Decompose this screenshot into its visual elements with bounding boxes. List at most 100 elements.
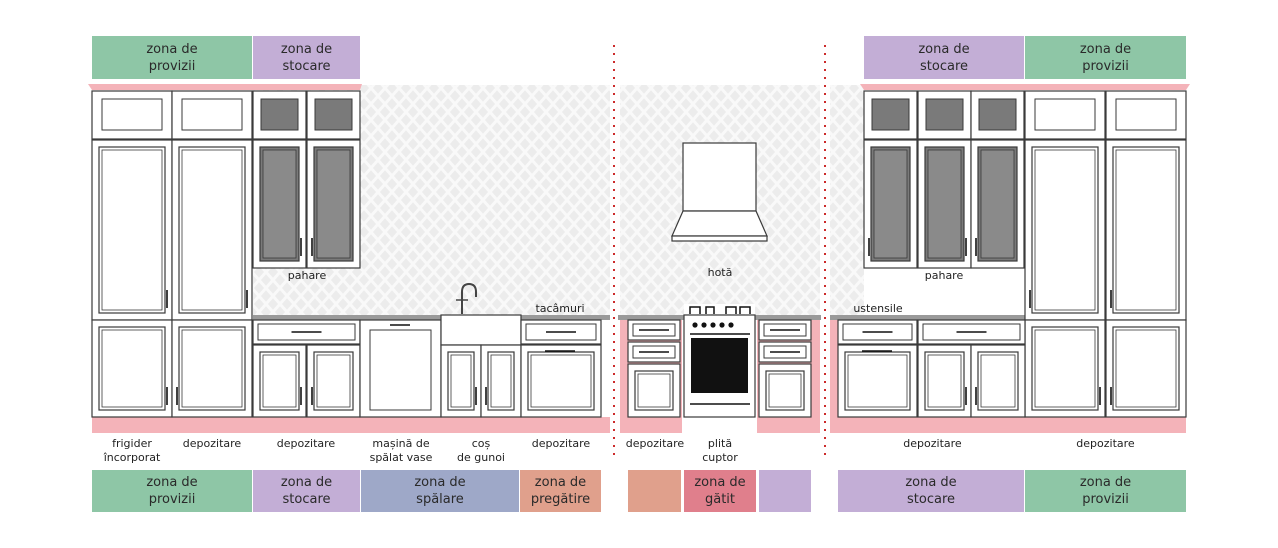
bottom-zone-small-stocare — [759, 470, 811, 512]
base-right-door-1-inset — [927, 354, 962, 408]
countertop-left — [253, 315, 610, 320]
base-right-door-0-panel — [844, 351, 911, 411]
label-cos: coș de gunoi — [457, 437, 505, 464]
label-depozitare-5: depozitare — [903, 437, 962, 450]
bottom-zone-spalare: zona de spălare — [361, 470, 519, 512]
label-depozitare-1: depozitare — [182, 437, 242, 450]
stove-grates — [689, 306, 751, 314]
sink-door-1-inset — [490, 354, 512, 408]
upper-right-top-glass-0 — [871, 98, 910, 131]
upper-left-top-glass-0 — [260, 98, 299, 131]
sink-door-1-panel — [487, 351, 515, 411]
stove-knob-4 — [728, 322, 734, 328]
mid-left-door-inset — [637, 373, 671, 408]
pantry-left-mid-1-inset — [181, 149, 243, 311]
base-left — [92, 417, 610, 433]
pantry-left-bottom-1-panel — [178, 326, 246, 411]
upper-left-top-glass-1 — [314, 98, 353, 131]
label-frigider: frigider încorporat — [103, 437, 161, 464]
base-right-door-2-panel — [977, 351, 1019, 411]
base-left-door-0-inset — [262, 354, 297, 408]
upper-left-glass-door-1-inset — [316, 149, 351, 259]
top-zone-provizii-right: zona de provizii — [1025, 36, 1186, 79]
oven-window — [691, 338, 748, 393]
label-plita-cuptor: plită cuptor — [702, 437, 738, 464]
label-ustensile: ustensile — [853, 302, 903, 315]
base-left-door-1-inset — [316, 354, 351, 408]
zone-dividers — [613, 45, 826, 460]
pantry-right-bottom-1-panel — [1112, 326, 1180, 411]
backsplash-right — [830, 85, 864, 318]
hood-chimney — [682, 142, 757, 212]
upper-right-top-glass-2 — [978, 98, 1017, 131]
pantry-left-mid-0-inset — [101, 149, 163, 311]
label-masina: mașină de spălat vase — [369, 437, 433, 464]
pantry-right-bottom-0-panel — [1031, 326, 1099, 411]
pantry-right-top-panel-0 — [1034, 98, 1096, 131]
pantry-right-bottom-1-inset — [1115, 329, 1177, 408]
base-left-door-0-panel — [259, 351, 300, 411]
bottom-zone-small-pregatire — [628, 470, 681, 512]
countertop-mid-left — [618, 315, 684, 320]
pantry-left-bottom-0-panel — [98, 326, 166, 411]
stove-knob-2 — [710, 322, 716, 328]
base-left-door-2-inset — [530, 354, 592, 408]
pantry-right-top-panel-1 — [1115, 98, 1177, 131]
pantry-right-bottom-0-inset — [1034, 329, 1096, 408]
base-left-door-1-panel — [313, 351, 354, 411]
sink-apron — [440, 314, 522, 346]
bottom-zone-stocare-left: zona de stocare — [253, 470, 360, 512]
pantry-left-bottom-1-inset — [181, 329, 243, 408]
cabinets-layer — [88, 84, 1190, 433]
pantry-left-mid-1-panel — [178, 146, 246, 314]
countertop-mid-right — [755, 315, 821, 320]
pantry-right-mid-0-inset — [1034, 149, 1096, 311]
top-zone-provizii-left: zona de provizii — [92, 36, 252, 79]
sink-door-0-inset — [450, 354, 472, 408]
hood-base — [671, 235, 768, 242]
label-hota: hotă — [707, 266, 733, 279]
sink-door-0-panel — [447, 351, 475, 411]
countertop-right — [830, 315, 1026, 320]
pantry-left-mid-0-panel — [98, 146, 166, 314]
label-pahare-right: pahare — [924, 269, 964, 282]
upper-right-top-glass-1 — [925, 98, 964, 131]
label-depozitare-4: depozitare — [625, 437, 685, 450]
bottom-zone-provizii-left: zona de provizii — [92, 470, 252, 512]
label-depozitare-2: depozitare — [276, 437, 336, 450]
top-zone-stocare-left: zona de stocare — [253, 36, 360, 79]
pantry-right-mid-1-inset — [1115, 149, 1177, 311]
bottom-zone-provizii-right: zona de provizii — [1025, 470, 1186, 512]
base-right-door-2-inset — [980, 354, 1016, 408]
top-zone-stocare-right: zona de stocare — [864, 36, 1024, 79]
mid-right-door-panel — [765, 370, 805, 411]
upper-left-glass-door-0-inset — [262, 149, 297, 259]
bottom-zone-pregatire: zona de pregătire — [520, 470, 601, 512]
pantry-right-mid-0-panel — [1031, 146, 1099, 314]
base-left-door-2-panel — [527, 351, 595, 411]
bottom-zone-stocare-right: zona de stocare — [838, 470, 1024, 512]
crown-left — [88, 84, 362, 90]
hood-canopy — [671, 210, 768, 237]
pantry-left-bottom-0-inset — [101, 329, 163, 408]
pantry-left-top-panel-1 — [181, 98, 243, 131]
label-depozitare-6: depozitare — [1076, 437, 1135, 450]
label-depozitare-3: depozitare — [531, 437, 591, 450]
label-pahare-left: pahare — [287, 269, 327, 282]
upper-right-glass-door-0-inset — [873, 149, 908, 259]
bottom-zone-gatit: zona de gătit — [684, 470, 756, 512]
stove-knob-1 — [701, 322, 707, 328]
mid-left-door-panel — [634, 370, 674, 411]
mid-right-door-inset — [768, 373, 802, 408]
stove-knob-0 — [692, 322, 698, 328]
faucet — [461, 282, 477, 314]
base-right-door-0-inset — [847, 354, 908, 408]
crown-right — [860, 84, 1190, 90]
base-right-door-1-panel — [924, 351, 965, 411]
pantry-right-mid-1-panel — [1112, 146, 1180, 314]
label-tacamuri: tacâmuri — [535, 302, 585, 315]
upper-right-glass-door-1-inset — [927, 149, 962, 259]
pantry-left-top-panel-0 — [101, 98, 163, 131]
upper-right-glass-door-2-inset — [980, 149, 1015, 259]
